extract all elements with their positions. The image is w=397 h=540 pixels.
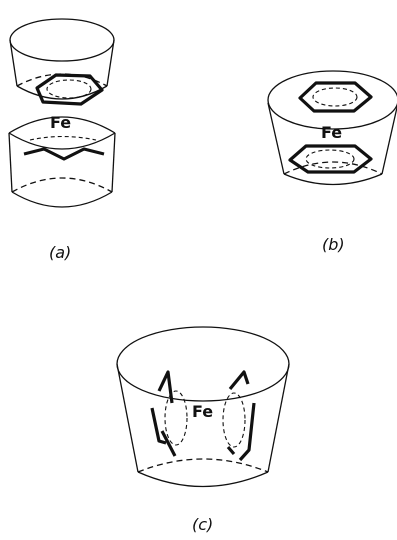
fe-label-b: Fe bbox=[321, 123, 342, 142]
upper-cyclodextrin-cup bbox=[9, 18, 115, 100]
top-cyclopentadienyl-ring-b bbox=[298, 81, 373, 113]
caption-c: (c) bbox=[192, 515, 213, 534]
fe-label-a: Fe bbox=[50, 113, 71, 132]
panel-c: Fe (c) bbox=[116, 326, 290, 534]
lower-cyclodextrin-cup bbox=[8, 116, 116, 208]
upper-cyclopentadienyl-ring bbox=[35, 73, 104, 106]
fe-label-c: Fe bbox=[192, 402, 213, 421]
caption-a: (a) bbox=[49, 243, 71, 262]
panel-b: Fe (b) bbox=[267, 70, 397, 254]
bottom-cyclopentadienyl-ring-b bbox=[288, 144, 373, 174]
panel-a: Fe (a) bbox=[8, 18, 116, 262]
cyclodextrin-cup-b bbox=[267, 70, 397, 186]
caption-b: (b) bbox=[322, 235, 345, 254]
left-cyclopentadienyl-ring-c bbox=[150, 370, 188, 457]
lower-cyclopentadienyl-ring bbox=[23, 135, 105, 161]
right-cyclopentadienyl-ring-c bbox=[222, 370, 256, 462]
cyclodextrin-cup-c bbox=[116, 326, 290, 488]
